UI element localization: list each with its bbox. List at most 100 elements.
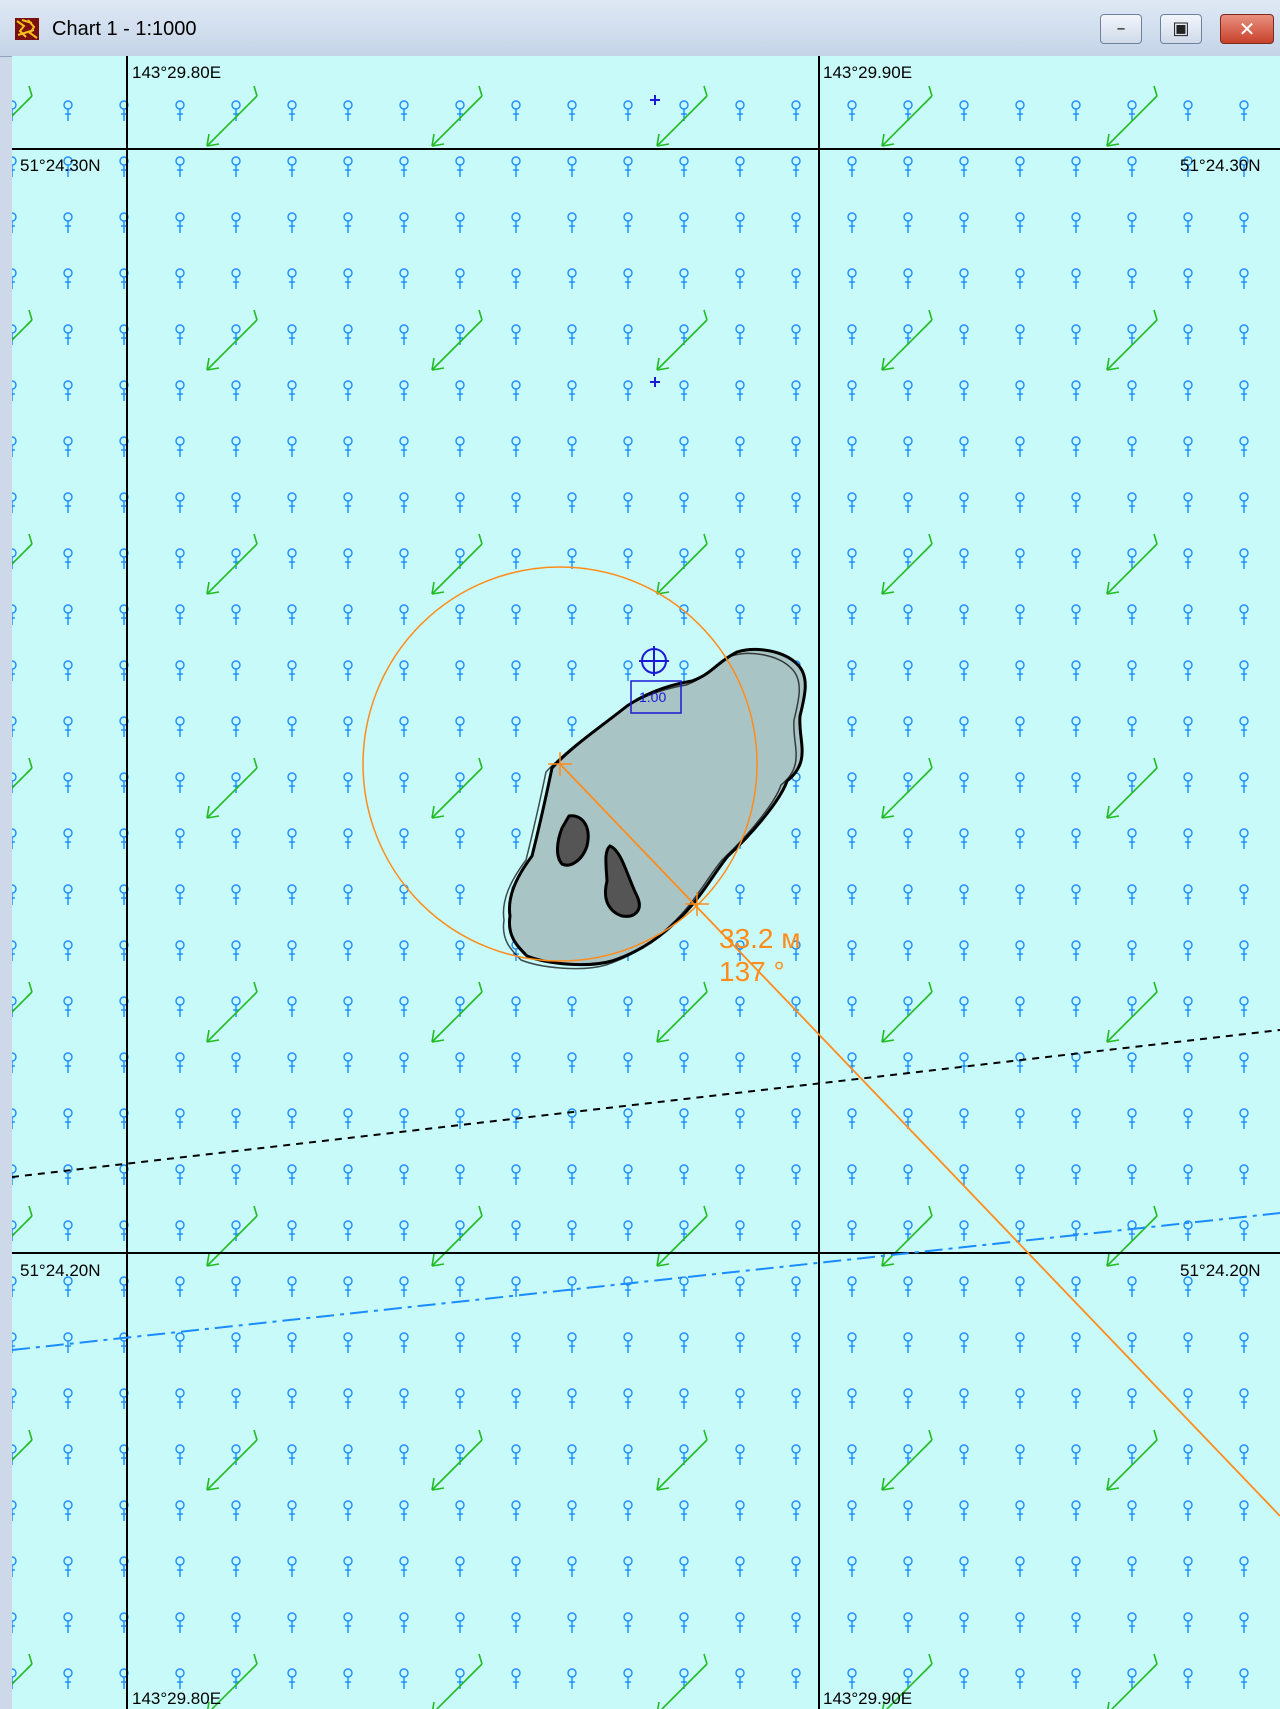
current-arrow-icon <box>432 1653 483 1709</box>
anchorage-icon <box>287 1052 297 1073</box>
maximize-button[interactable]: ▣ <box>1160 14 1202 44</box>
anchorage-icon <box>623 660 633 681</box>
anchorage-icon <box>1239 380 1249 401</box>
crosshair-icon[interactable] <box>639 646 669 676</box>
anchorage-icon <box>735 604 745 625</box>
anchorage-icon <box>455 716 465 737</box>
anchorage-icon <box>735 996 745 1017</box>
anchorage-icon <box>903 828 913 849</box>
current-arrow-icon <box>1106 1205 1158 1267</box>
anchorage-icon <box>1127 268 1137 289</box>
anchorage-icon <box>12 1388 17 1409</box>
anchorage-icon <box>63 996 73 1017</box>
anchorage-icon <box>1239 1220 1249 1241</box>
anchorage-icon <box>455 1332 465 1353</box>
anchorage-icon <box>455 1052 465 1073</box>
anchorage-icon <box>1127 940 1137 961</box>
anchorage-icon <box>287 1612 297 1633</box>
anchorage-icon <box>735 1612 745 1633</box>
anchorage-icon <box>1071 1668 1081 1689</box>
anchorage-icon <box>903 380 913 401</box>
anchorage-icon <box>1183 1500 1193 1521</box>
title-bar[interactable]: Chart 1 - 1:1000 – ▣ ✕ <box>0 0 1280 57</box>
anchorage-icon <box>63 604 73 625</box>
anchorage-icon <box>903 604 913 625</box>
anchorage-icon <box>1127 1164 1137 1185</box>
anchorage-icon <box>959 212 969 233</box>
chart-app-icon[interactable] <box>14 17 40 41</box>
anchorage-icon <box>343 100 353 121</box>
anchorage-icon <box>567 1164 577 1185</box>
anchorage-icon <box>623 1108 633 1129</box>
anchorage-icon <box>679 1500 689 1521</box>
anchorage-icon <box>1015 772 1025 793</box>
anchorage-icon <box>1239 884 1249 905</box>
anchorage-icon <box>1127 548 1137 569</box>
anchorage-icon <box>623 1500 633 1521</box>
anchorage-icon <box>679 1108 689 1129</box>
anchorage-icon <box>511 324 521 345</box>
anchorage-icon <box>12 212 17 233</box>
anchorage-icon <box>287 1388 297 1409</box>
current-arrow-icon <box>881 1205 933 1267</box>
anchorage-icon <box>511 604 521 625</box>
chart-canvas[interactable]: 33.2 м 137 ° 1:00 143°29.80E 143°29.90E … <box>12 56 1280 1709</box>
anchorage-icon <box>175 716 185 737</box>
current-arrow-icon <box>12 981 33 1014</box>
anchorage-icon <box>455 1500 465 1521</box>
lon-label-top-1: 143°29.80E <box>132 63 221 82</box>
anchorage-icon <box>399 1668 409 1689</box>
minimize-button[interactable]: – <box>1100 14 1142 44</box>
current-arrow-icon <box>656 309 708 371</box>
anchorage-icon <box>567 380 577 401</box>
anchorage-icon <box>623 1612 633 1633</box>
anchorage-icon <box>959 1388 969 1409</box>
nautical-chart[interactable]: 33.2 м 137 ° 1:00 143°29.80E 143°29.90E … <box>12 56 1280 1709</box>
anchorage-icon <box>399 1388 409 1409</box>
anchorage-icon <box>791 828 801 849</box>
anchorage-icon <box>567 1500 577 1521</box>
anchorage-icon <box>1015 324 1025 345</box>
anchorage-icon <box>735 548 745 569</box>
anchorage-icon <box>399 1612 409 1633</box>
island[interactable] <box>502 648 807 970</box>
current-arrow-icon <box>206 1205 258 1267</box>
anchorage-icon <box>623 492 633 513</box>
anchorage-icon <box>791 1556 801 1577</box>
anchorage-icon <box>1015 1612 1025 1633</box>
anchorage-icon <box>455 1612 465 1633</box>
anchorage-icon <box>343 492 353 513</box>
anchorage-icon <box>903 1500 913 1521</box>
anchorage-icon <box>287 212 297 233</box>
anchorage-icon <box>63 324 73 345</box>
anchorage-icon <box>959 1612 969 1633</box>
anchorage-icon <box>1183 1668 1193 1689</box>
anchorage-icon <box>1127 1500 1137 1521</box>
anchorage-icon <box>63 1556 73 1577</box>
anchorage-icon <box>455 940 465 961</box>
anchorage-icon <box>903 884 913 905</box>
anchorage-icon <box>791 940 801 961</box>
anchorage-icon <box>343 604 353 625</box>
anchorage-icon <box>1183 660 1193 681</box>
anchorage-icon <box>1183 772 1193 793</box>
anchorage-icon <box>1071 884 1081 905</box>
anchorage-icon <box>623 156 633 177</box>
anchorage-icon <box>1239 940 1249 961</box>
anchorage-icon <box>399 604 409 625</box>
anchorage-icon <box>175 436 185 457</box>
anchorage-icon <box>679 1276 689 1297</box>
anchorage-icon <box>287 268 297 289</box>
anchorage-icon <box>903 660 913 681</box>
anchorage-icon <box>63 1668 73 1689</box>
anchorage-icon <box>175 1612 185 1633</box>
anchorage-icon <box>12 1276 17 1297</box>
anchorage-icon <box>287 436 297 457</box>
anchorage-icon <box>455 1556 465 1577</box>
close-button[interactable]: ✕ <box>1220 14 1274 44</box>
current-arrow-icon <box>881 309 933 371</box>
anchorage-icon <box>63 156 73 177</box>
current-arrow-icon <box>431 1205 483 1267</box>
bearing-line <box>559 763 1280 1517</box>
lat-label-left-2: 51°24.20N <box>20 1261 101 1280</box>
